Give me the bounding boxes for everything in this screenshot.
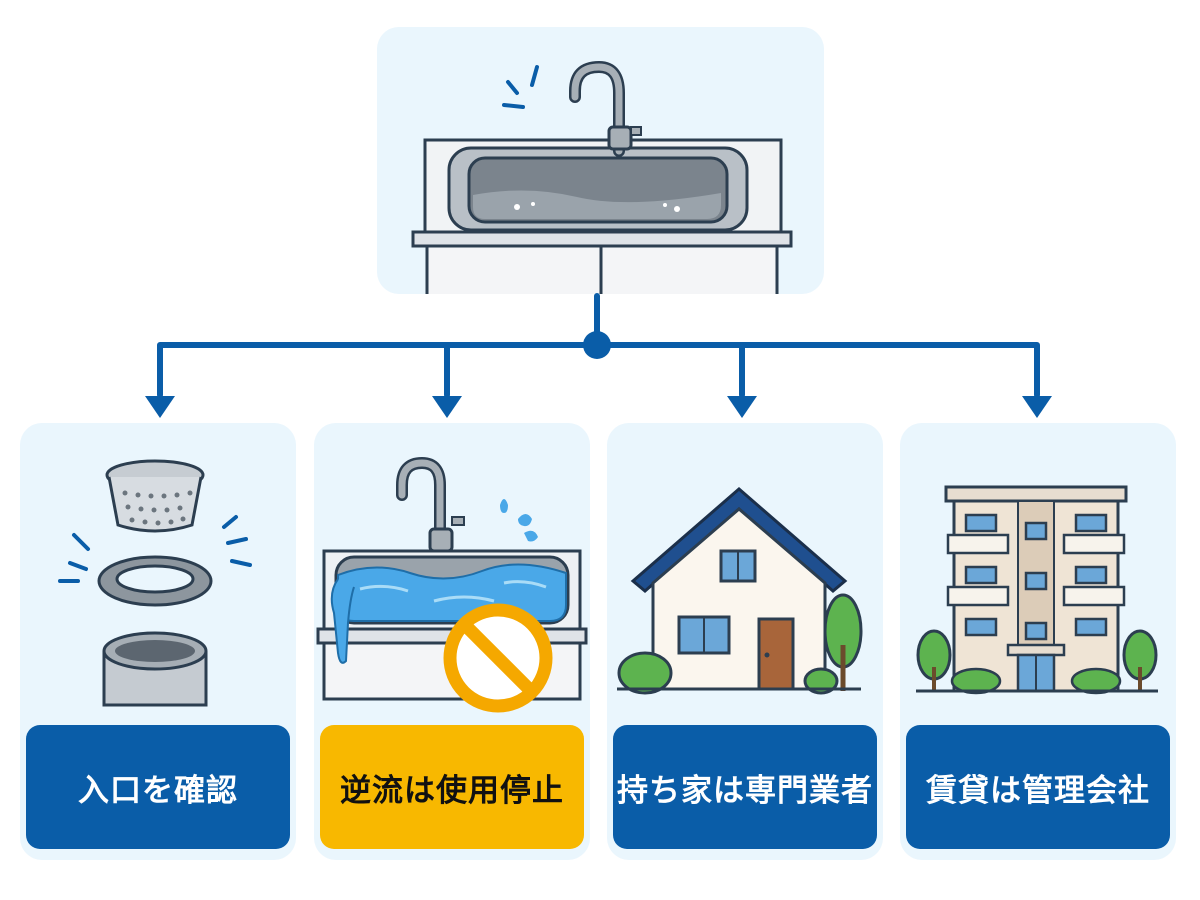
arrow-down-icon (145, 396, 175, 418)
card-label: 逆流は使用停止 (320, 725, 584, 849)
card-stop-use: 逆流は使用停止 (314, 423, 590, 860)
overflowing-sink-prohibited-icon (316, 456, 588, 713)
house-icon (617, 487, 863, 695)
card-check-inlet: 入口を確認 (20, 423, 296, 860)
drain-basket-parts-icon (58, 459, 252, 707)
arrow-down-icon (432, 396, 462, 418)
junction-dot (583, 331, 611, 359)
arrow-down-icon (727, 396, 757, 418)
card-label: 賃貸は管理会社 (906, 725, 1170, 849)
kitchen-sink-icon (411, 60, 793, 298)
card-label: 持ち家は専門業者 (613, 725, 877, 849)
arrow-down-icon (1022, 396, 1052, 418)
sink-panel (377, 27, 824, 298)
apartment-building-icon (916, 485, 1158, 695)
card-rental: 賃貸は管理会社 (900, 423, 1176, 860)
card-homeowner: 持ち家は専門業者 (607, 423, 883, 860)
card-label: 入口を確認 (26, 725, 290, 849)
